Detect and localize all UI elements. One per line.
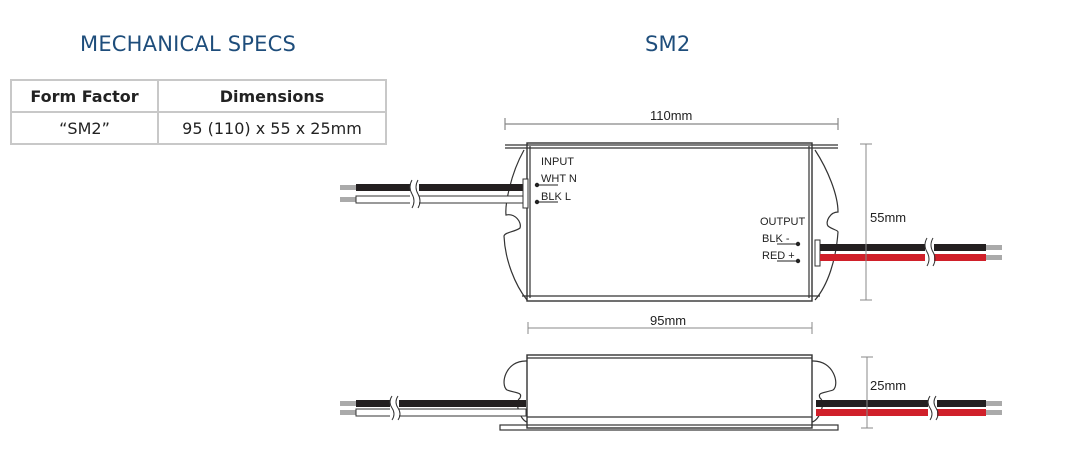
wire-black xyxy=(820,244,986,251)
output-grommet xyxy=(814,239,821,267)
header-form-factor: Form Factor xyxy=(10,79,159,113)
dimension-95mm xyxy=(527,322,813,334)
dim-25mm-label: 25mm xyxy=(870,378,906,393)
input-wht-label: WHT N xyxy=(541,173,577,185)
output-terminals: OUTPUT BLK - RED + xyxy=(760,216,806,264)
dimension-55mm xyxy=(860,143,872,301)
input-label: INPUT xyxy=(541,156,574,168)
dimension-25mm xyxy=(861,356,873,429)
wire-black xyxy=(356,184,524,191)
table-row: “SM2” 95 (110) x 55 x 25mm xyxy=(10,111,387,145)
section-title: MECHANICAL SPECS xyxy=(80,32,296,56)
dim-110mm-label: 110mm xyxy=(650,108,692,123)
dim-55mm-label: 55mm xyxy=(870,210,906,225)
input-wires-top xyxy=(340,178,529,209)
top-view xyxy=(503,118,839,302)
output-blk-label: BLK - xyxy=(762,233,790,245)
input-blk-label: BLK L xyxy=(541,191,571,203)
cell-form-factor: “SM2” xyxy=(10,111,159,145)
input-terminals: INPUT WHT N BLK L xyxy=(534,156,577,205)
input-grommet xyxy=(522,178,529,209)
header-dimensions: Dimensions xyxy=(157,79,387,113)
wire-white xyxy=(355,195,525,204)
model-title: SM2 xyxy=(645,32,691,56)
dim-95mm-label: 95mm xyxy=(650,313,686,328)
input-wires-side xyxy=(340,395,527,421)
cell-dimensions: 95 (110) x 55 x 25mm xyxy=(157,111,387,145)
output-label: OUTPUT xyxy=(760,216,806,228)
table-header-row: Form Factor Dimensions xyxy=(10,79,387,113)
wire-red xyxy=(820,254,986,261)
output-wires-side xyxy=(816,395,1002,421)
output-red-label: RED + xyxy=(762,250,795,262)
output-wires-top xyxy=(814,237,1002,267)
side-view xyxy=(499,354,839,431)
specs-table: Form Factor Dimensions “SM2” 95 (110) x … xyxy=(10,79,387,145)
dimension-110mm xyxy=(504,118,839,130)
